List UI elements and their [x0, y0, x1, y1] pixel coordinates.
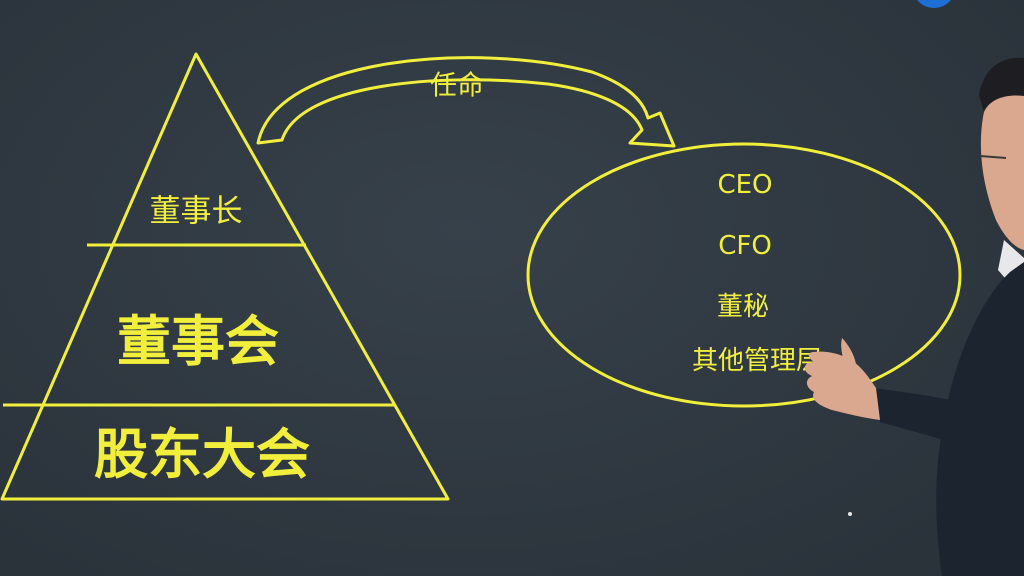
- presenter-figure-icon: [804, 57, 1024, 576]
- ellipse-item-cfo: CFO: [718, 231, 772, 261]
- management-ellipse: [526, 142, 962, 408]
- pyramid-outline: [0, 52, 450, 501]
- ellipse-item-secretary: 董秘: [716, 292, 770, 322]
- arrow-label: 任命: [430, 70, 484, 102]
- appointment-arrow: [256, 56, 676, 148]
- pointer-dot: [848, 512, 852, 516]
- ellipse-item-ceo: CEO: [717, 170, 773, 200]
- pyramid-middle-label: 董事会: [117, 310, 279, 373]
- corner-badge-icon: [912, 0, 956, 8]
- pyramid-top-label: 董事长: [149, 193, 243, 230]
- ellipse-item-other-management: 其他管理层: [691, 346, 823, 376]
- pyramid-bottom-label: 股东大会: [94, 423, 310, 486]
